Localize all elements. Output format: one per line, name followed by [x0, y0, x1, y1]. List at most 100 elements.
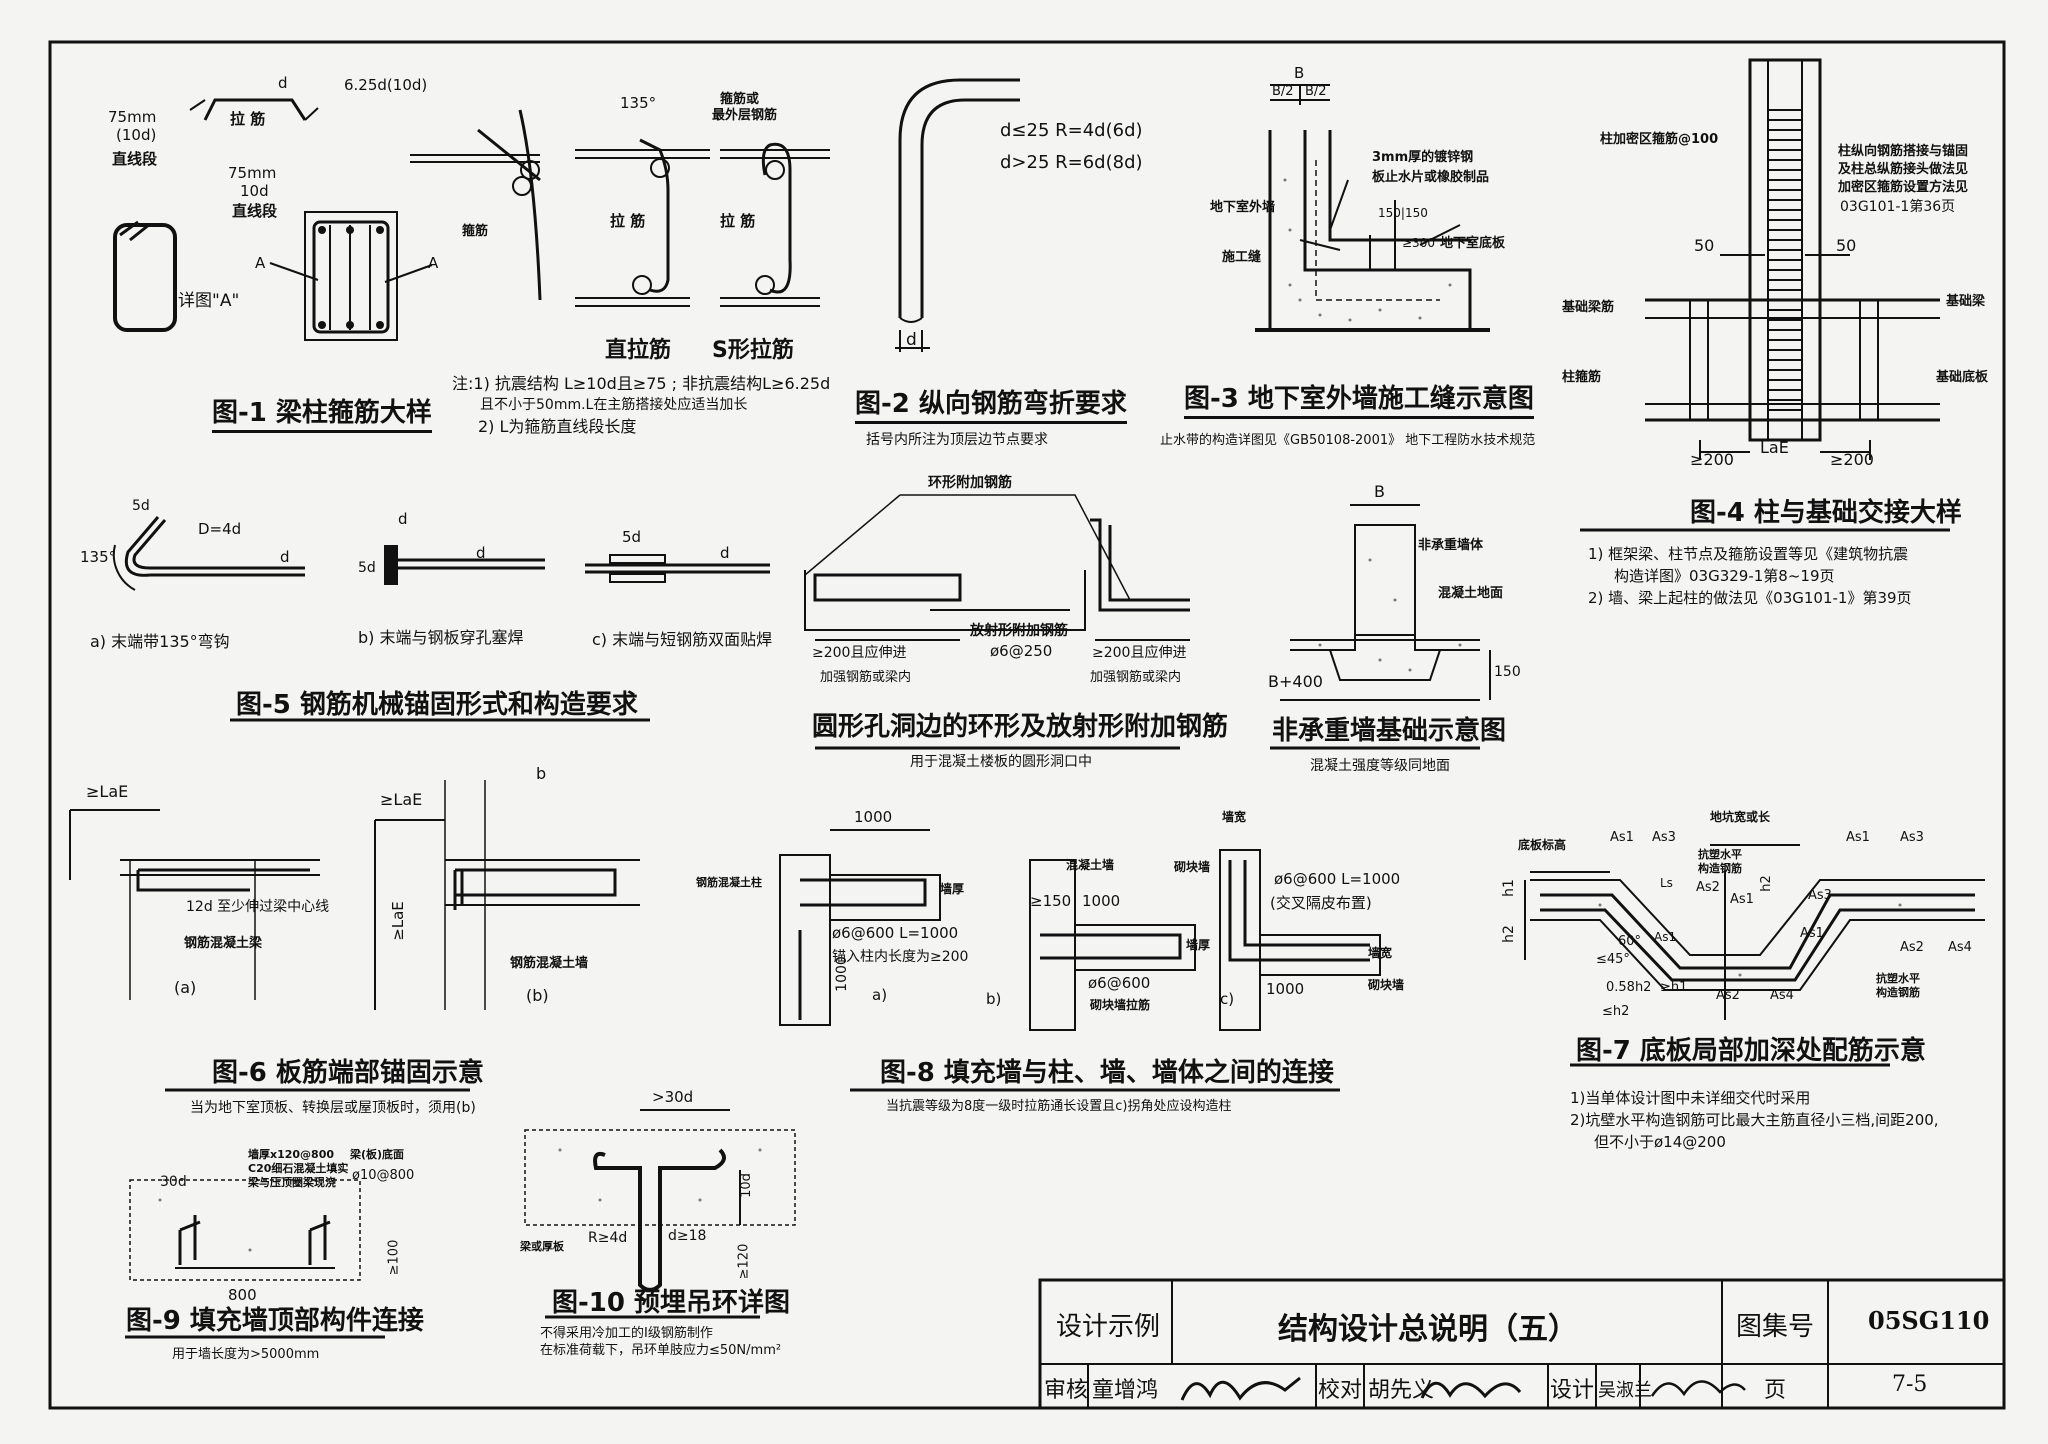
fig10-label-120: ≥120: [736, 1243, 752, 1280]
fig8-label-c: c): [1220, 990, 1235, 1008]
fig7-label-h2-a: h2: [1500, 925, 1517, 943]
fig8-label-column: 钢筋混凝土柱: [696, 876, 762, 889]
fig9-label-c20: C20细石混凝土填实: [248, 1162, 349, 1175]
fig8-label-thick-a: 墙厚: [940, 882, 965, 896]
fig10-label-30d: >30d: [652, 1088, 694, 1106]
wall-label-150: 150: [1494, 664, 1521, 680]
ring-label-radial: 放射形附加钢筋: [970, 623, 1068, 639]
fig5-label-135: 135°: [80, 548, 117, 566]
tb-design-label: 设计: [1550, 1378, 1595, 1403]
fig1-label-tie: 拉 筋: [230, 110, 266, 128]
fig7-label-as2-a: As2: [1696, 880, 1720, 895]
fig3-label-outer-wall: 地下室外墙: [1210, 200, 1276, 215]
fig2-label-d: d: [906, 330, 917, 350]
tb-page-number: 7-5: [1892, 1372, 1928, 1397]
fig4-label-slab: 基础底板: [1936, 370, 1989, 385]
fig1-label-stirrup: 箍筋: [462, 224, 489, 239]
fig10-label-beam: 梁或厚板: [520, 1240, 564, 1253]
fig3-label-floor: 地下室底板: [1440, 236, 1506, 251]
ring-label-ring-bar: 环形附加钢筋: [928, 475, 1012, 491]
fig8-note: 当抗震等级为8度一级时拉筋通长设置且c)拐角处应设构造柱: [886, 1099, 1232, 1114]
fig8-label-1000-c: 1000: [1266, 980, 1305, 998]
ring-note: 用于混凝土楼板的圆形洞口中: [910, 754, 1092, 770]
fig5-label-5d-b: 5d: [358, 560, 376, 576]
fig1-straight-tie-caption: 直拉筋: [605, 338, 672, 363]
fig8-title: 图-8 填充墙与柱、墙、墙体之间的连接: [880, 1058, 1334, 1088]
wall-label-b400: B+400: [1268, 672, 1323, 691]
fig9-label-100: ≥100: [386, 1239, 402, 1276]
fig6-label-lae-b2: ≥LaE: [388, 901, 407, 941]
fig4-label-dense: 柱加密区箍筋@100: [1600, 132, 1719, 147]
ring-label-extend-left-2: 加强钢筋或梁内: [820, 670, 912, 685]
fig1-label-tie-3: 拉 筋: [720, 212, 756, 230]
fig7-label-as3-b: As3: [1900, 830, 1924, 845]
fig10-label-r4d: R≥4d: [588, 1230, 628, 1246]
tb-example: 设计示例: [1056, 1312, 1161, 1342]
fig3-label-waterstop-1: 3mm厚的镀锌钢: [1372, 150, 1474, 165]
fig1-label-625d: 6.25d(10d): [344, 76, 428, 94]
tb-checker: 胡先义: [1368, 1378, 1435, 1403]
fig7-label-as1-a: As1: [1610, 830, 1634, 845]
fig4-label-ref: 03G101-1第36页: [1840, 199, 1956, 215]
fig4-label-beam: 基础梁: [1946, 294, 1986, 309]
fig8-label-cross: (交叉隔皮布置): [1270, 894, 1372, 912]
fig9-label-wall-thick: 墙厚x120@800: [248, 1148, 335, 1161]
fig1-label-a-right: A: [428, 254, 439, 272]
fig1-label-d: d: [278, 74, 288, 92]
fig9-title: 图-9 填充墙顶部构件连接: [126, 1306, 424, 1336]
fig1-label-straight-b: 直线段: [232, 202, 278, 220]
fig3-label-150: 150|150: [1378, 206, 1428, 220]
fig8-label-width-c2: 墙宽: [1368, 946, 1393, 960]
fig9-label-bottom: 梁(板)底面: [350, 1148, 405, 1161]
fig3-label-300: ≥300: [1402, 236, 1435, 250]
wall-label-b: B: [1374, 482, 1385, 501]
fig10-title: 图-10 预埋吊环详图: [552, 1288, 791, 1318]
wall-note: 混凝土强度等级同地面: [1310, 758, 1450, 774]
fig4-title: 图-4 柱与基础交接大样: [1690, 498, 1962, 528]
fig1-notes: 注:1) 抗震结构 L≥10d且≥75 ; 非抗震结构L≥6.25d 且不小于5…: [452, 374, 831, 437]
fig8-label-thick-b: 墙厚: [1186, 938, 1211, 952]
fig7-label-60: 60°: [1618, 934, 1642, 949]
fig1-label-135: 135°: [620, 94, 657, 112]
fig5-sub-c: c) 末端与短钢筋双面贴焊: [592, 630, 773, 649]
fig7-label-h2-b: h2: [1758, 875, 1774, 892]
fig4-label-col-stirrup: 柱箍筋: [1562, 370, 1602, 385]
fig5-label-d-a: d: [280, 548, 290, 566]
fig5-label-d-b1: d: [398, 510, 408, 528]
fig3-label-b2-right: B/2: [1305, 84, 1327, 99]
fig10-label-10d: 10d: [738, 1173, 754, 1198]
fig5-sub-a: a) 末端带135°弯钩: [90, 632, 230, 651]
tb-atlas-number: 05SG110: [1868, 1306, 1990, 1335]
fig1-title: 图-1 梁柱箍筋大样: [212, 392, 432, 433]
tb-page-label: 页: [1764, 1378, 1787, 1403]
fig4-label-lap-1: 柱纵向钢筋搭接与锚固: [1838, 144, 1969, 159]
fig2-title: 图-2 纵向钢筋弯折要求: [855, 383, 1127, 424]
fig9-label-30d: 30d: [160, 1174, 187, 1190]
fig3-label-waterstop-2: 板止水片或橡胶制品: [1372, 170, 1490, 185]
fig10-label-d18: d≥18: [668, 1228, 707, 1244]
tb-reviewer: 童增鸿: [1092, 1378, 1159, 1403]
fig1-label-detail-a: 详图"A": [178, 291, 240, 311]
fig3-note: 止水带的构造详图见《GB50108-2001》 地下工程防水技术规范: [1160, 433, 1536, 448]
fig5-label-d4d: D=4d: [198, 520, 242, 538]
fig4-label-200-left: ≥200: [1690, 450, 1734, 469]
fig3-label-b: B: [1294, 64, 1305, 82]
fig6-label-wall: 钢筋混凝土墙: [510, 956, 589, 971]
fig7-label-058h2: 0.58h2: [1606, 980, 1652, 995]
fig1-label-a-left: A: [255, 254, 266, 272]
fig10-notes: 不得采用冷加工的I级钢筋制作 在标准荷载下，吊环单肢应力≤50N/mm²: [540, 1326, 782, 1358]
fig8-label-block-c: 砌块墙: [1174, 860, 1211, 874]
fig7-label-as1-d: As1: [1654, 930, 1677, 944]
fig7-label-h1: h1: [1500, 879, 1517, 897]
fig8-label-b: b): [986, 990, 1002, 1008]
fig1-label-10d: (10d): [116, 126, 157, 144]
wall-label-wall: 非承重墙体: [1418, 538, 1484, 553]
fig5-sub-b: b) 末端与钢板穿孔塞焊: [358, 628, 524, 647]
fig6-label-a: (a): [174, 978, 197, 997]
fig1-label-outer-bar: 最外层钢筋: [712, 108, 778, 123]
fig8-label-block-tie: 砌块墙拉筋: [1090, 998, 1151, 1012]
fig3-label-b2-left: B/2: [1272, 84, 1294, 99]
fig7-label-horiz-4: 构造钢筋: [1876, 986, 1920, 999]
fig9-note: 用于墙长度为>5000mm: [172, 1347, 320, 1362]
